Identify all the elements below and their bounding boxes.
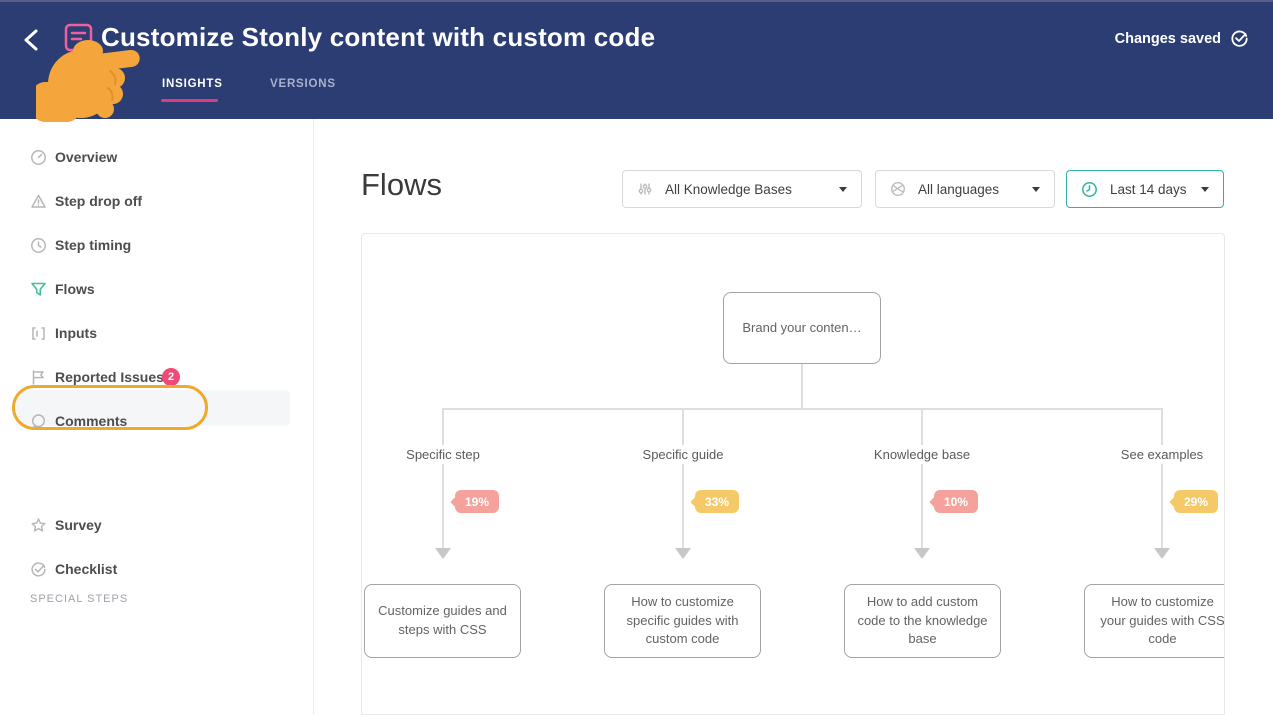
sidebar-item-label: Flows — [55, 281, 95, 297]
branch-percentage: 33% — [705, 494, 730, 509]
knowledge-base-filter-dropdown[interactable]: All Knowledge Bases — [622, 170, 862, 208]
sliders-icon — [638, 183, 652, 195]
globe-icon — [890, 181, 906, 197]
branch-percentage: 19% — [465, 494, 490, 509]
flow-destination-node[interactable]: Customize guides and steps with CSS — [364, 584, 521, 658]
branch-percentage-badge: 33% — [690, 490, 740, 513]
connector-line — [442, 408, 444, 556]
special-steps-section-label: SPECIAL STEPS — [30, 593, 129, 605]
changes-saved-status: Changes saved — [1115, 29, 1249, 48]
changes-saved-label: Changes saved — [1114, 30, 1221, 47]
badge-tail — [690, 495, 702, 508]
gauge-icon — [31, 149, 46, 165]
page-title: Customize Stonly content with custom cod… — [101, 22, 656, 52]
sidebar-item-label: Step drop off — [55, 193, 143, 209]
date-range-filter-dropdown[interactable]: Last 14 days — [1066, 170, 1224, 208]
sidebar-item-label: Reported Issues — [55, 369, 164, 385]
branch-label: Specific guide — [633, 445, 733, 464]
check-circle-icon — [1231, 30, 1248, 47]
badge-tail — [1169, 495, 1181, 508]
flow-diagram-panel: Brand your conten… Specific step 19% Cus… — [361, 233, 1225, 715]
branch-label: See examples — [1111, 445, 1213, 464]
arrow-down-icon — [1154, 548, 1170, 559]
arrow-down-icon — [435, 548, 451, 559]
flows-highlight-ring — [12, 385, 208, 430]
active-tab-underline — [161, 99, 218, 102]
knowledge-base-filter-value: All Knowledge Bases — [665, 181, 792, 197]
sidebar-item-flows[interactable]: Flows — [0, 271, 300, 307]
arrow-down-icon — [675, 548, 691, 559]
sidebar-item-checklist[interactable]: Checklist — [0, 551, 300, 587]
reported-issues-count-badge: 2 — [162, 368, 180, 386]
brackets-icon — [32, 326, 45, 340]
badge-tail — [929, 495, 941, 508]
flag-icon — [32, 369, 44, 385]
sidebar-item-label: Comments — [55, 413, 128, 429]
sidebar-item-label: Step timing — [55, 237, 132, 253]
branch-percentage-badge: 29% — [1169, 490, 1219, 513]
sidebar-item-label: Survey — [55, 517, 102, 533]
funnel-icon — [31, 282, 46, 296]
sidebar-item-reported-issues[interactable]: Reported Issues 2 — [0, 359, 300, 395]
tab-insights[interactable]: INSIGHTS — [162, 78, 223, 90]
badge-tail — [450, 495, 462, 508]
sidebar-item-survey[interactable]: Survey — [0, 507, 300, 543]
chevron-down-icon — [1032, 186, 1040, 192]
star-icon — [31, 517, 46, 532]
branch-percentage-badge: 19% — [450, 490, 500, 513]
connector-line — [682, 408, 684, 556]
arrow-down-icon — [914, 548, 930, 559]
sidebar-item-label: Overview — [55, 149, 118, 165]
sidebar-item-label: Inputs — [55, 325, 97, 341]
chevron-down-icon — [1201, 186, 1209, 192]
language-filter-dropdown[interactable]: All languages — [875, 170, 1055, 208]
sidebar-item-inputs[interactable]: Inputs — [0, 315, 300, 351]
sidebar-item-step-drop-off[interactable]: Step drop off — [0, 183, 300, 219]
branch-label: Knowledge base — [864, 445, 980, 464]
chevron-down-icon — [839, 186, 847, 192]
back-button[interactable] — [20, 28, 42, 52]
clock-icon — [1082, 181, 1097, 197]
check-circle-icon — [31, 561, 46, 577]
connector-line — [443, 408, 1163, 410]
header-bar: Customize Stonly content with custom cod… — [0, 0, 1273, 119]
connector-line — [801, 364, 803, 408]
sidebar-item-label: Checklist — [55, 561, 118, 577]
flow-destination-node[interactable]: How to customize your guides with CSS co… — [1084, 584, 1224, 658]
sidebar: Overview Step drop off Step timing Flows — [0, 119, 314, 715]
connector-line — [921, 408, 923, 556]
date-range-filter-value: Last 14 days — [1110, 181, 1187, 197]
flow-root-node[interactable]: Brand your conten… — [723, 292, 881, 364]
hand-pointer-graphic — [36, 40, 140, 122]
flows-page-title: Flows — [361, 167, 442, 202]
branch-percentage-badge: 10% — [929, 490, 979, 513]
sidebar-item-step-timing[interactable]: Step timing — [0, 227, 300, 263]
sidebar-item-overview[interactable]: Overview — [0, 139, 300, 175]
warning-icon — [31, 194, 46, 208]
flow-destination-node[interactable]: How to customize specific guides with cu… — [604, 584, 761, 658]
clock-icon — [31, 237, 46, 253]
flow-destination-node[interactable]: How to add custom code to the knowledge … — [844, 584, 1001, 658]
branch-percentage: 10% — [944, 494, 969, 509]
language-filter-value: All languages — [918, 181, 1000, 197]
branch-percentage: 29% — [1184, 494, 1209, 509]
connector-line — [1161, 408, 1163, 556]
branch-label: Specific step — [397, 445, 489, 464]
tab-versions[interactable]: VERSIONS — [270, 78, 336, 90]
flows-active-row-background — [16, 390, 290, 426]
